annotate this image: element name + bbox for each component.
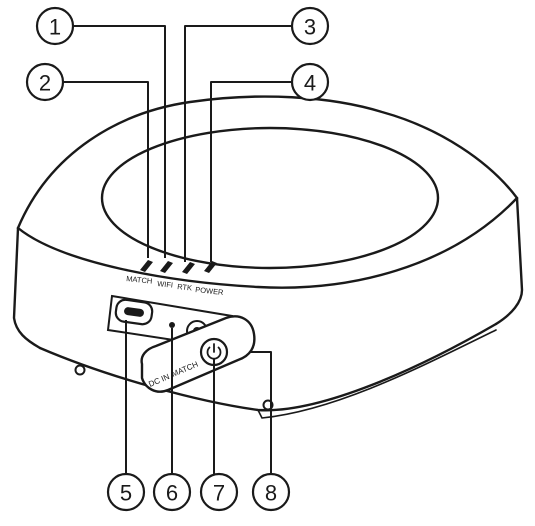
callout-5: 5 bbox=[106, 472, 146, 512]
callout-3-number: 3 bbox=[304, 15, 316, 40]
leader-2 bbox=[63, 81, 149, 258]
led-power bbox=[204, 261, 217, 273]
top-dome bbox=[100, 126, 440, 270]
callout-7-number: 7 bbox=[213, 481, 225, 506]
leader-4 bbox=[210, 81, 292, 262]
leader-8 bbox=[250, 351, 272, 474]
callout-1: 1 bbox=[35, 6, 75, 46]
led-label-match: MATCH bbox=[126, 274, 153, 286]
callouts: 1 2 3 4 5 6 7 8 bbox=[25, 6, 330, 512]
callout-8-number: 8 bbox=[265, 481, 277, 506]
callout-2: 2 bbox=[25, 62, 65, 102]
led-label-wifi: WIFI bbox=[157, 279, 174, 290]
callout-6-number: 6 bbox=[166, 481, 178, 506]
led-wifi bbox=[160, 261, 173, 273]
leader-3 bbox=[184, 25, 292, 262]
callout-3: 3 bbox=[290, 6, 330, 46]
led-match bbox=[140, 260, 153, 272]
callout-6: 6 bbox=[152, 472, 192, 512]
device-body bbox=[12, 95, 524, 419]
led-label-rtk: RTK bbox=[177, 282, 193, 293]
callout-5-number: 5 bbox=[120, 481, 132, 506]
led-label-power: POWER bbox=[195, 285, 225, 297]
match-hole bbox=[169, 322, 175, 328]
foot-right bbox=[262, 399, 274, 411]
callout-4-number: 4 bbox=[304, 71, 316, 96]
callout-7: 7 bbox=[199, 472, 239, 512]
led-indicators bbox=[140, 260, 217, 274]
callout-8: 8 bbox=[251, 472, 291, 512]
callout-1-number: 1 bbox=[49, 15, 61, 40]
leader-1 bbox=[73, 25, 166, 258]
led-rtk bbox=[182, 262, 195, 274]
port-cover-flap bbox=[140, 315, 256, 393]
foot-left bbox=[74, 364, 86, 376]
leader-lines bbox=[63, 25, 292, 474]
callout-2-number: 2 bbox=[39, 71, 51, 96]
callout-4: 4 bbox=[290, 62, 330, 102]
